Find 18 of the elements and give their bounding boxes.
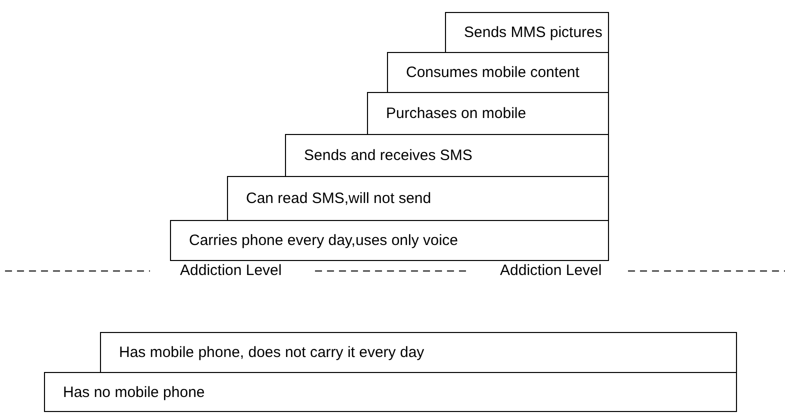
step-box bbox=[170, 220, 609, 261]
step-box bbox=[445, 12, 609, 53]
step-box bbox=[100, 332, 737, 373]
level-label: Addiction Level bbox=[500, 262, 602, 279]
step-box bbox=[227, 176, 609, 221]
step-text: Can read SMS,will not send bbox=[245, 190, 432, 207]
level-label: Addiction Level bbox=[180, 262, 282, 279]
step-box bbox=[387, 52, 609, 93]
step-text: Has no mobile phone bbox=[62, 384, 205, 400]
step-text: Purchases on mobile bbox=[385, 105, 526, 122]
step-box bbox=[367, 92, 609, 135]
step-text: Has mobile phone, does not carry it every day bbox=[118, 344, 424, 361]
step-text: Consumes mobile content bbox=[405, 64, 580, 81]
step-text: Sends MMS pictures bbox=[463, 24, 602, 41]
step-text: Carries phone every day,uses only voice bbox=[188, 232, 458, 249]
step-text: Sends and receives SMS bbox=[303, 147, 472, 164]
step-box bbox=[285, 134, 609, 177]
step-box bbox=[44, 372, 737, 412]
